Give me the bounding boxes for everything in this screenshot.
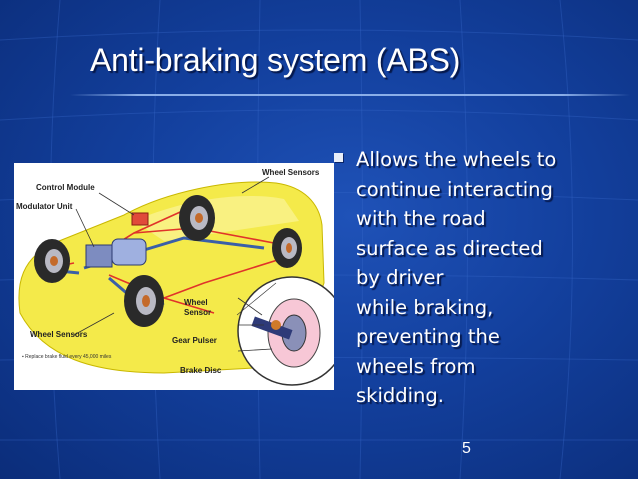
label-brake-disc: Brake Disc <box>180 366 222 375</box>
bullet-line: while braking, <box>356 295 494 319</box>
leader-lines <box>73 176 270 336</box>
wheel-front-right <box>179 195 215 241</box>
square-bullet-icon <box>334 153 343 162</box>
bullet-line: wheels from <box>356 354 476 378</box>
label-gear-pulser: Gear Pulser <box>172 336 217 345</box>
slide-title: Anti-braking system (ABS) <box>90 42 461 78</box>
bullet-line: with the road <box>356 207 486 230</box>
abs-diagram-svg: Control Module Modulator Unit Wheel Sens… <box>16 168 347 386</box>
label-modulator-unit: Modulator Unit <box>16 202 73 211</box>
label-footnote: ▪ Replace brake fluid every 45,000 miles <box>22 354 112 360</box>
modulator-unit <box>85 244 113 268</box>
bullet-text: Allows the wheels to continue interactin… <box>328 145 628 411</box>
bullet-line: continue interacting <box>356 177 553 201</box>
bullet-list: Allows the wheels to continue interactin… <box>328 145 628 411</box>
bullet-line: preventing the <box>356 325 500 348</box>
wheel-front-left <box>34 239 70 283</box>
bullet-line: surface as directed <box>356 236 543 260</box>
master-cylinder <box>111 238 147 266</box>
wheel-rear-left <box>124 275 164 327</box>
bullet-line: skidding. <box>356 384 444 407</box>
label-control-module: Control Module <box>36 183 95 192</box>
label-wheel: Wheel <box>184 298 208 307</box>
title-underline <box>70 94 630 96</box>
bullet-line: by driver <box>356 266 444 289</box>
label-wheel-sensors-bottom: Wheel Sensors <box>30 330 88 339</box>
control-module <box>131 212 149 226</box>
page-number: 5 <box>462 440 471 457</box>
abs-diagram: Control Module Modulator Unit Wheel Sens… <box>14 163 347 390</box>
inset-detail <box>236 276 347 386</box>
bullet-line: Allows the wheels to <box>356 148 557 171</box>
label-wheel-sensors-top: Wheel Sensors <box>262 168 320 177</box>
label-sensor: Sensor <box>184 308 211 317</box>
wheel-rear-right <box>272 228 302 268</box>
